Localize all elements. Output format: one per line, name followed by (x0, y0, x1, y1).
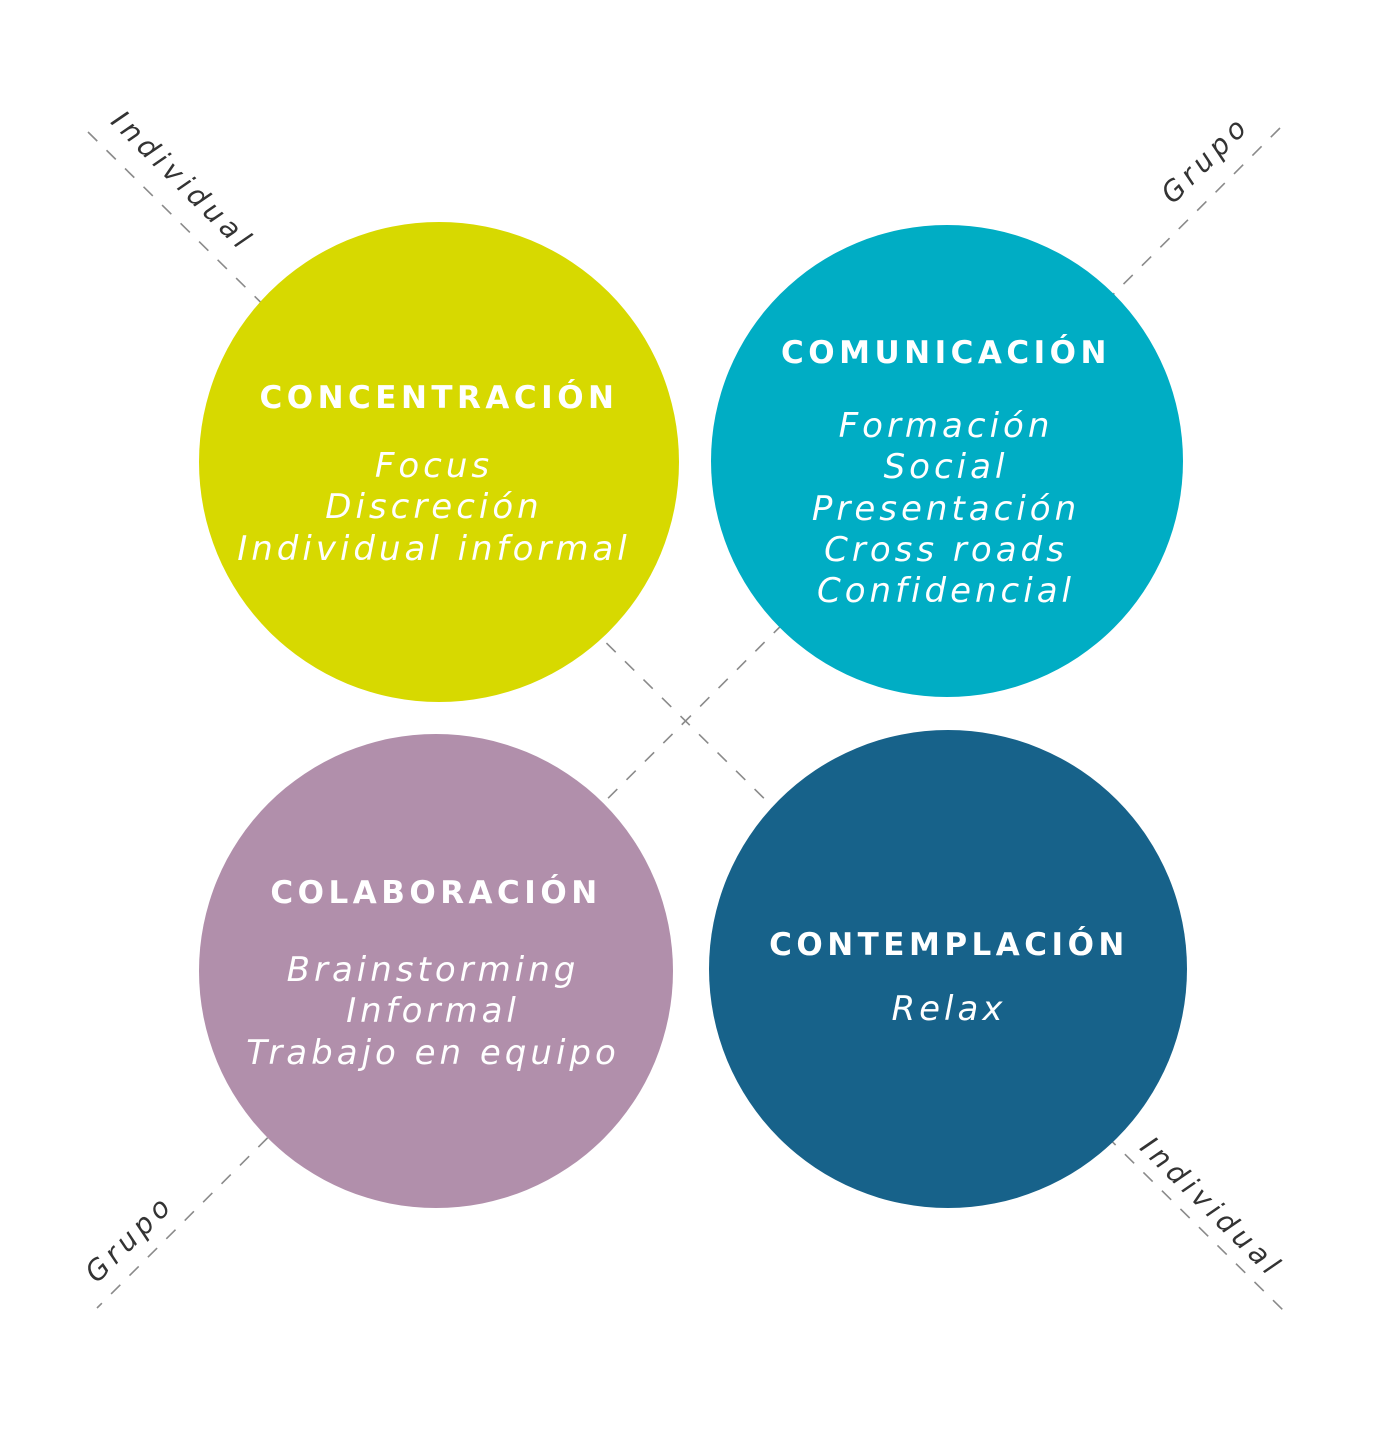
quadrant-item: Confidencial (817, 571, 1075, 611)
quadrant-item: Discreción (325, 487, 542, 527)
quadrant-contemplacion: CONTEMPLACIÓN Relax (769, 926, 1129, 1029)
quadrant-item: Cross roads (824, 530, 1068, 570)
quadrant-title: CONCENTRACIÓN (259, 379, 618, 416)
quadrant-item: Presentación (812, 489, 1080, 529)
axis-label-individual-top-left: Individual (105, 104, 261, 258)
circle-contemplacion (709, 730, 1187, 1208)
axis-individual-diagonal (87, 131, 1286, 1313)
quadrant-item: Relax (892, 989, 1007, 1029)
quadrant-item: Individual informal (237, 529, 631, 569)
quadrant-item: Informal (346, 991, 520, 1031)
quadrant-item: Focus (375, 446, 493, 486)
quadrant-item: Formación (839, 406, 1054, 446)
axis-label-individual-bottom-right: Individual (1134, 1130, 1290, 1284)
quadrant-item: Trabajo en equipo (246, 1033, 620, 1073)
circle-concentracion (199, 222, 679, 702)
axis-label-grupo-bottom-left: Grupo (78, 1187, 180, 1289)
quadrant-title: COMUNICACIÓN (781, 334, 1111, 371)
axis-grupo-diagonal (96, 127, 1281, 1309)
quadrant-title: CONTEMPLACIÓN (769, 926, 1129, 963)
quadrant-colaboracion: COLABORACIÓN Brainstorming Informal Trab… (246, 874, 620, 1073)
quadrant-concentracion: CONCENTRACIÓN Focus Discreción Individua… (237, 379, 631, 569)
quadrant-item: Brainstorming (287, 950, 580, 990)
circle-colaboracion (199, 734, 673, 1208)
quadrant-comunicacion: COMUNICACIÓN Formación Social Presentaci… (781, 334, 1111, 611)
axis-label-grupo-top-right: Grupo (1154, 108, 1256, 210)
circle-comunicacion (711, 225, 1183, 697)
quadrant-title: COLABORACIÓN (270, 874, 601, 911)
quadrant-item: Social (884, 447, 1009, 487)
